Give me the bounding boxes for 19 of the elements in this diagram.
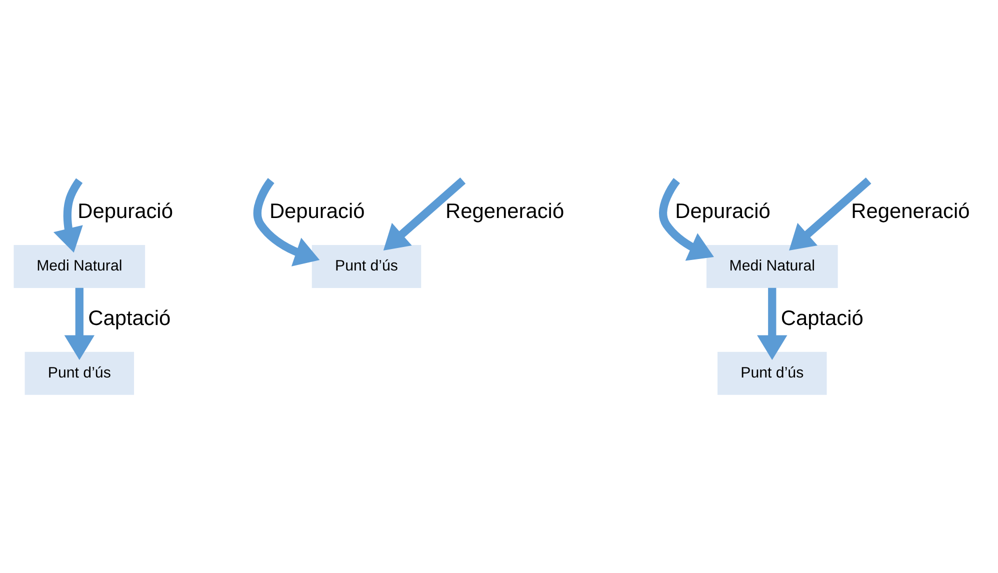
arrow [253, 178, 320, 266]
edge-label: Depuració [269, 200, 365, 223]
arrow [64, 287, 94, 360]
edge-label: Captació [88, 306, 171, 330]
arrow [53, 178, 83, 252]
edge-label: Depuració [78, 200, 173, 223]
node-box: Punt d’ús [312, 244, 422, 288]
arrow [659, 178, 714, 260]
arrow [383, 177, 466, 250]
node-box: Medi Natural [706, 244, 838, 288]
node-box: Punt d’ús [718, 351, 827, 394]
node-box: Medi Natural [14, 244, 146, 288]
node-box: Punt d’ús [24, 351, 134, 394]
edge-label: Regeneració [851, 200, 970, 223]
edge-label: Regeneració [446, 200, 564, 223]
arrow [789, 177, 872, 250]
edge-label: Depuració [675, 200, 770, 223]
arrow [757, 287, 788, 360]
edge-label: Captació [780, 306, 864, 330]
